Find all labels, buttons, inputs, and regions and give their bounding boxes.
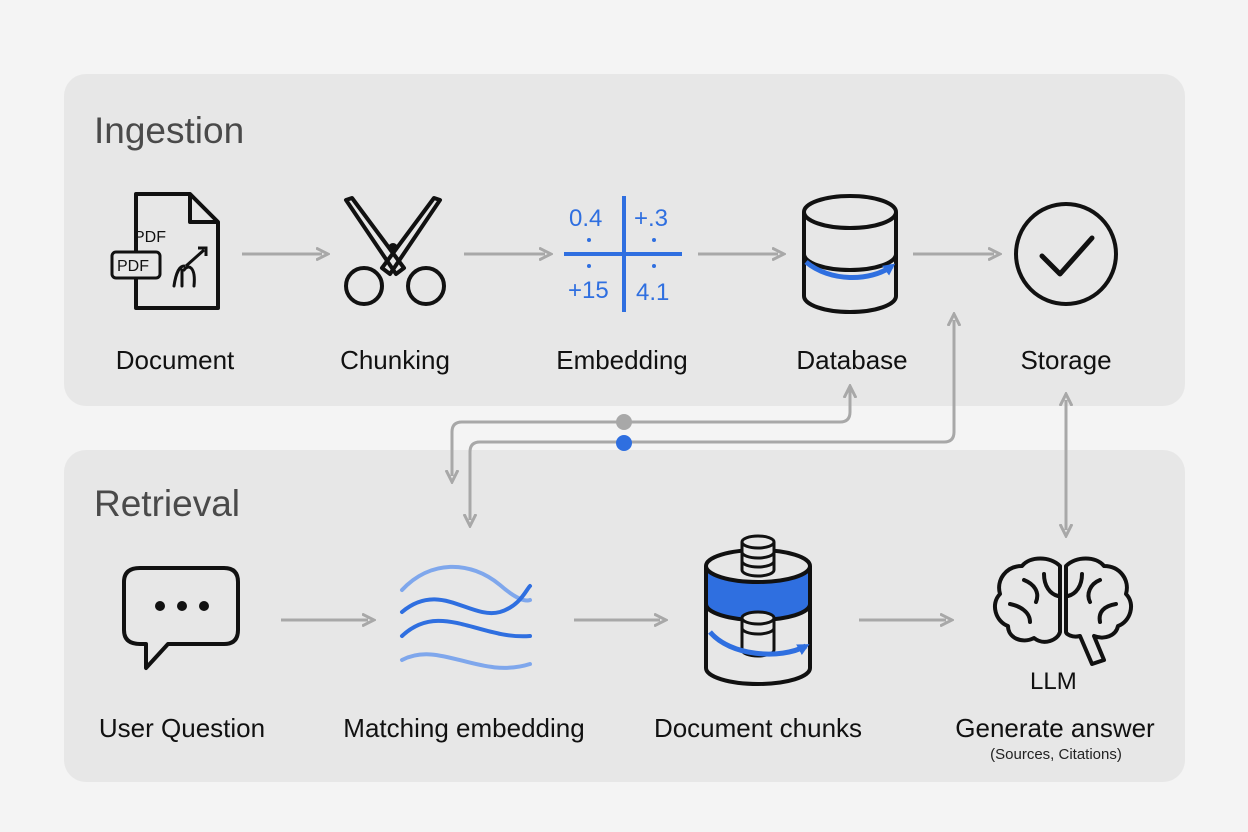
vector-value-0: 0.4 <box>569 205 602 232</box>
retrieval-title: Retrieval <box>94 483 240 524</box>
vector-grid-icon: 0.4 +.3 +15 4.1 <box>564 196 682 312</box>
label-document-chunks: Document chunks <box>653 713 863 743</box>
document-pdf-icon: PDF PDF <box>110 192 220 310</box>
label-matching-embedding: Matching embedding <box>343 713 585 743</box>
database-to-matching-path <box>452 388 852 476</box>
ingestion-title: Ingestion <box>94 110 245 151</box>
pdf-label-top: PDF <box>134 229 166 246</box>
vector-value-3: 4.1 <box>636 279 669 306</box>
label-storage: Storage <box>1020 345 1112 375</box>
label-user-question: User Question <box>98 713 266 743</box>
checkmark-circle-icon <box>1014 202 1118 306</box>
database-chunks-icon <box>704 534 812 686</box>
wave-lines-icon <box>400 564 532 670</box>
chat-bubble-icon <box>122 566 240 670</box>
scissors-icon <box>344 196 446 306</box>
vector-value-1: +.3 <box>634 205 668 232</box>
llm-label: LLM <box>1030 668 1077 695</box>
connector-paths <box>452 320 1066 530</box>
label-sources-citations: (Sources, Citations) <box>990 746 1122 763</box>
gray-junction-dot <box>616 414 632 430</box>
label-document: Document <box>115 345 235 375</box>
label-database: Database <box>796 345 908 375</box>
blue-junction-dot <box>616 435 632 451</box>
pdf-label-badge: PDF <box>117 258 149 275</box>
matching-to-storage-path <box>468 320 954 518</box>
vector-value-2: +15 <box>568 277 609 304</box>
brain-icon: LLM <box>992 556 1134 695</box>
label-embedding: Embedding <box>556 345 688 375</box>
label-generate-answer: Generate answer <box>955 713 1155 743</box>
label-chunking: Chunking <box>340 345 450 375</box>
database-icon <box>802 194 898 314</box>
